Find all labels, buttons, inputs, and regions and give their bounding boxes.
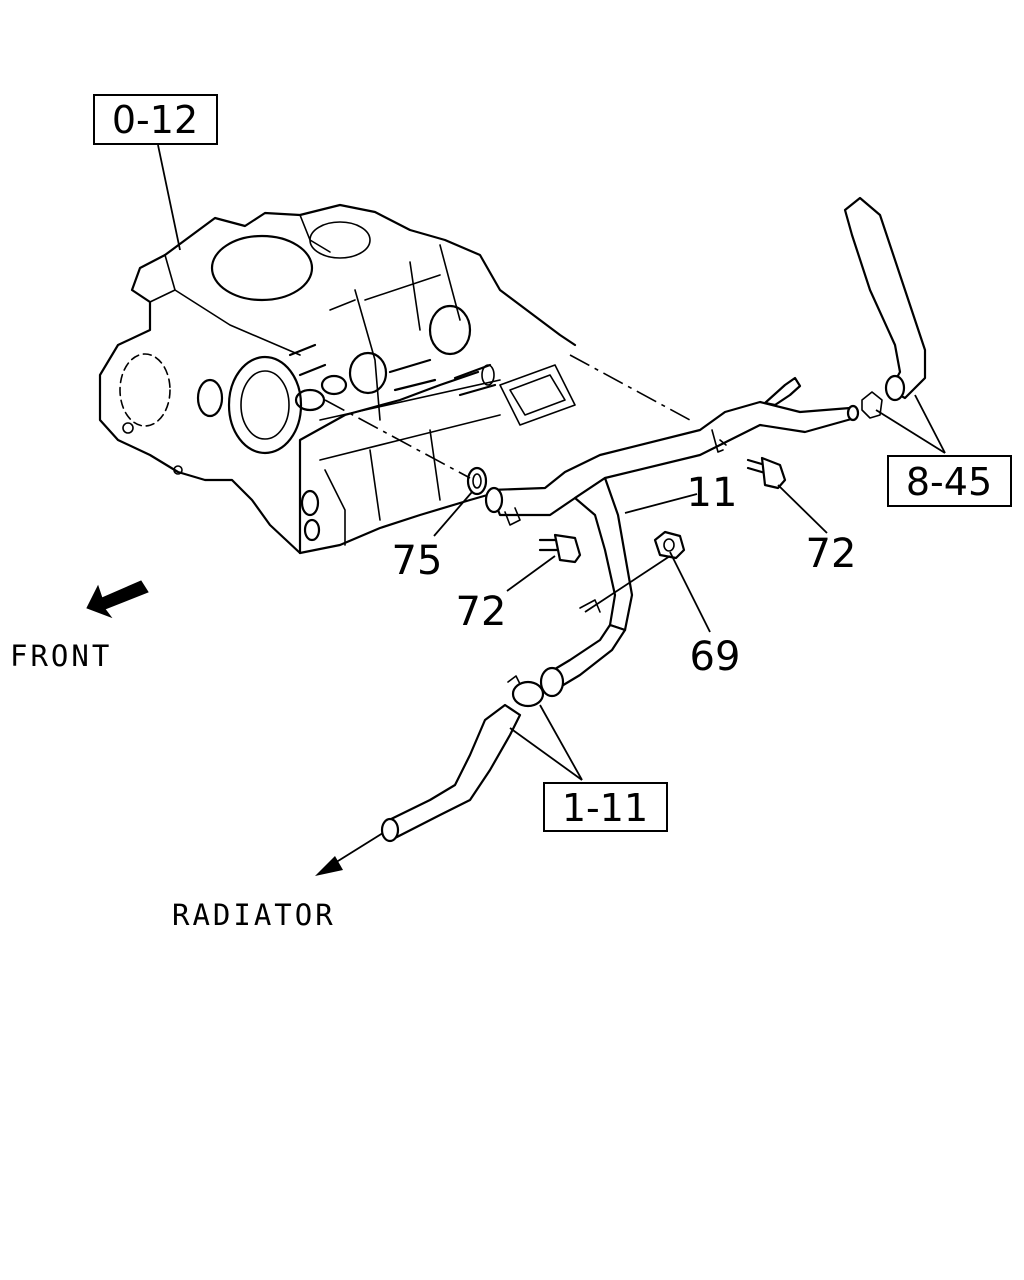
gasket-part	[466, 466, 488, 496]
radiator-arrow-icon	[315, 832, 384, 876]
leader-nut	[669, 551, 711, 633]
part-label-pipe[interactable]: 11	[687, 470, 738, 516]
ref-box-radiator-hose-clamps[interactable]: 1-11	[543, 782, 668, 832]
leader-upper-clamp	[875, 409, 946, 454]
radiator-hose-drawing	[380, 675, 545, 843]
leader-engine-block	[157, 144, 181, 251]
part-label-nut[interactable]: 69	[690, 634, 741, 680]
ref-box-upper-hose-clamps[interactable]: 8-45	[887, 455, 1012, 507]
leader-pipe	[624, 493, 698, 514]
part-label-bolt-left[interactable]: 72	[456, 589, 507, 635]
engine-block-drawing	[98, 203, 691, 555]
nut-part	[653, 530, 686, 560]
water-pipe-drawing	[484, 376, 860, 698]
upper-hose-drawing	[843, 196, 927, 419]
svg-text:8-45: 8-45	[906, 460, 992, 504]
leader-gasket	[433, 491, 473, 537]
leader-nut-pipe	[584, 555, 671, 613]
leader-radiator-clamp	[539, 704, 583, 781]
leader-bolt-left	[506, 555, 556, 592]
bolt-right-part	[746, 456, 787, 490]
svg-text:1-11: 1-11	[562, 786, 648, 830]
leader-upper-hose	[914, 394, 946, 454]
front-caption: FRONT	[10, 639, 112, 673]
radiator-caption: RADIATOR	[172, 898, 336, 932]
leader-bolt-right	[777, 484, 828, 534]
leader-radiator-hose	[509, 727, 583, 781]
part-label-gasket[interactable]: 75	[392, 538, 443, 584]
bolt-left-part	[538, 533, 582, 564]
ref-box-engine-block[interactable]: 0-12	[93, 94, 218, 145]
svg-text:0-12: 0-12	[112, 98, 198, 142]
part-label-bolt-right[interactable]: 72	[806, 531, 857, 577]
front-arrow-icon	[86, 580, 149, 619]
